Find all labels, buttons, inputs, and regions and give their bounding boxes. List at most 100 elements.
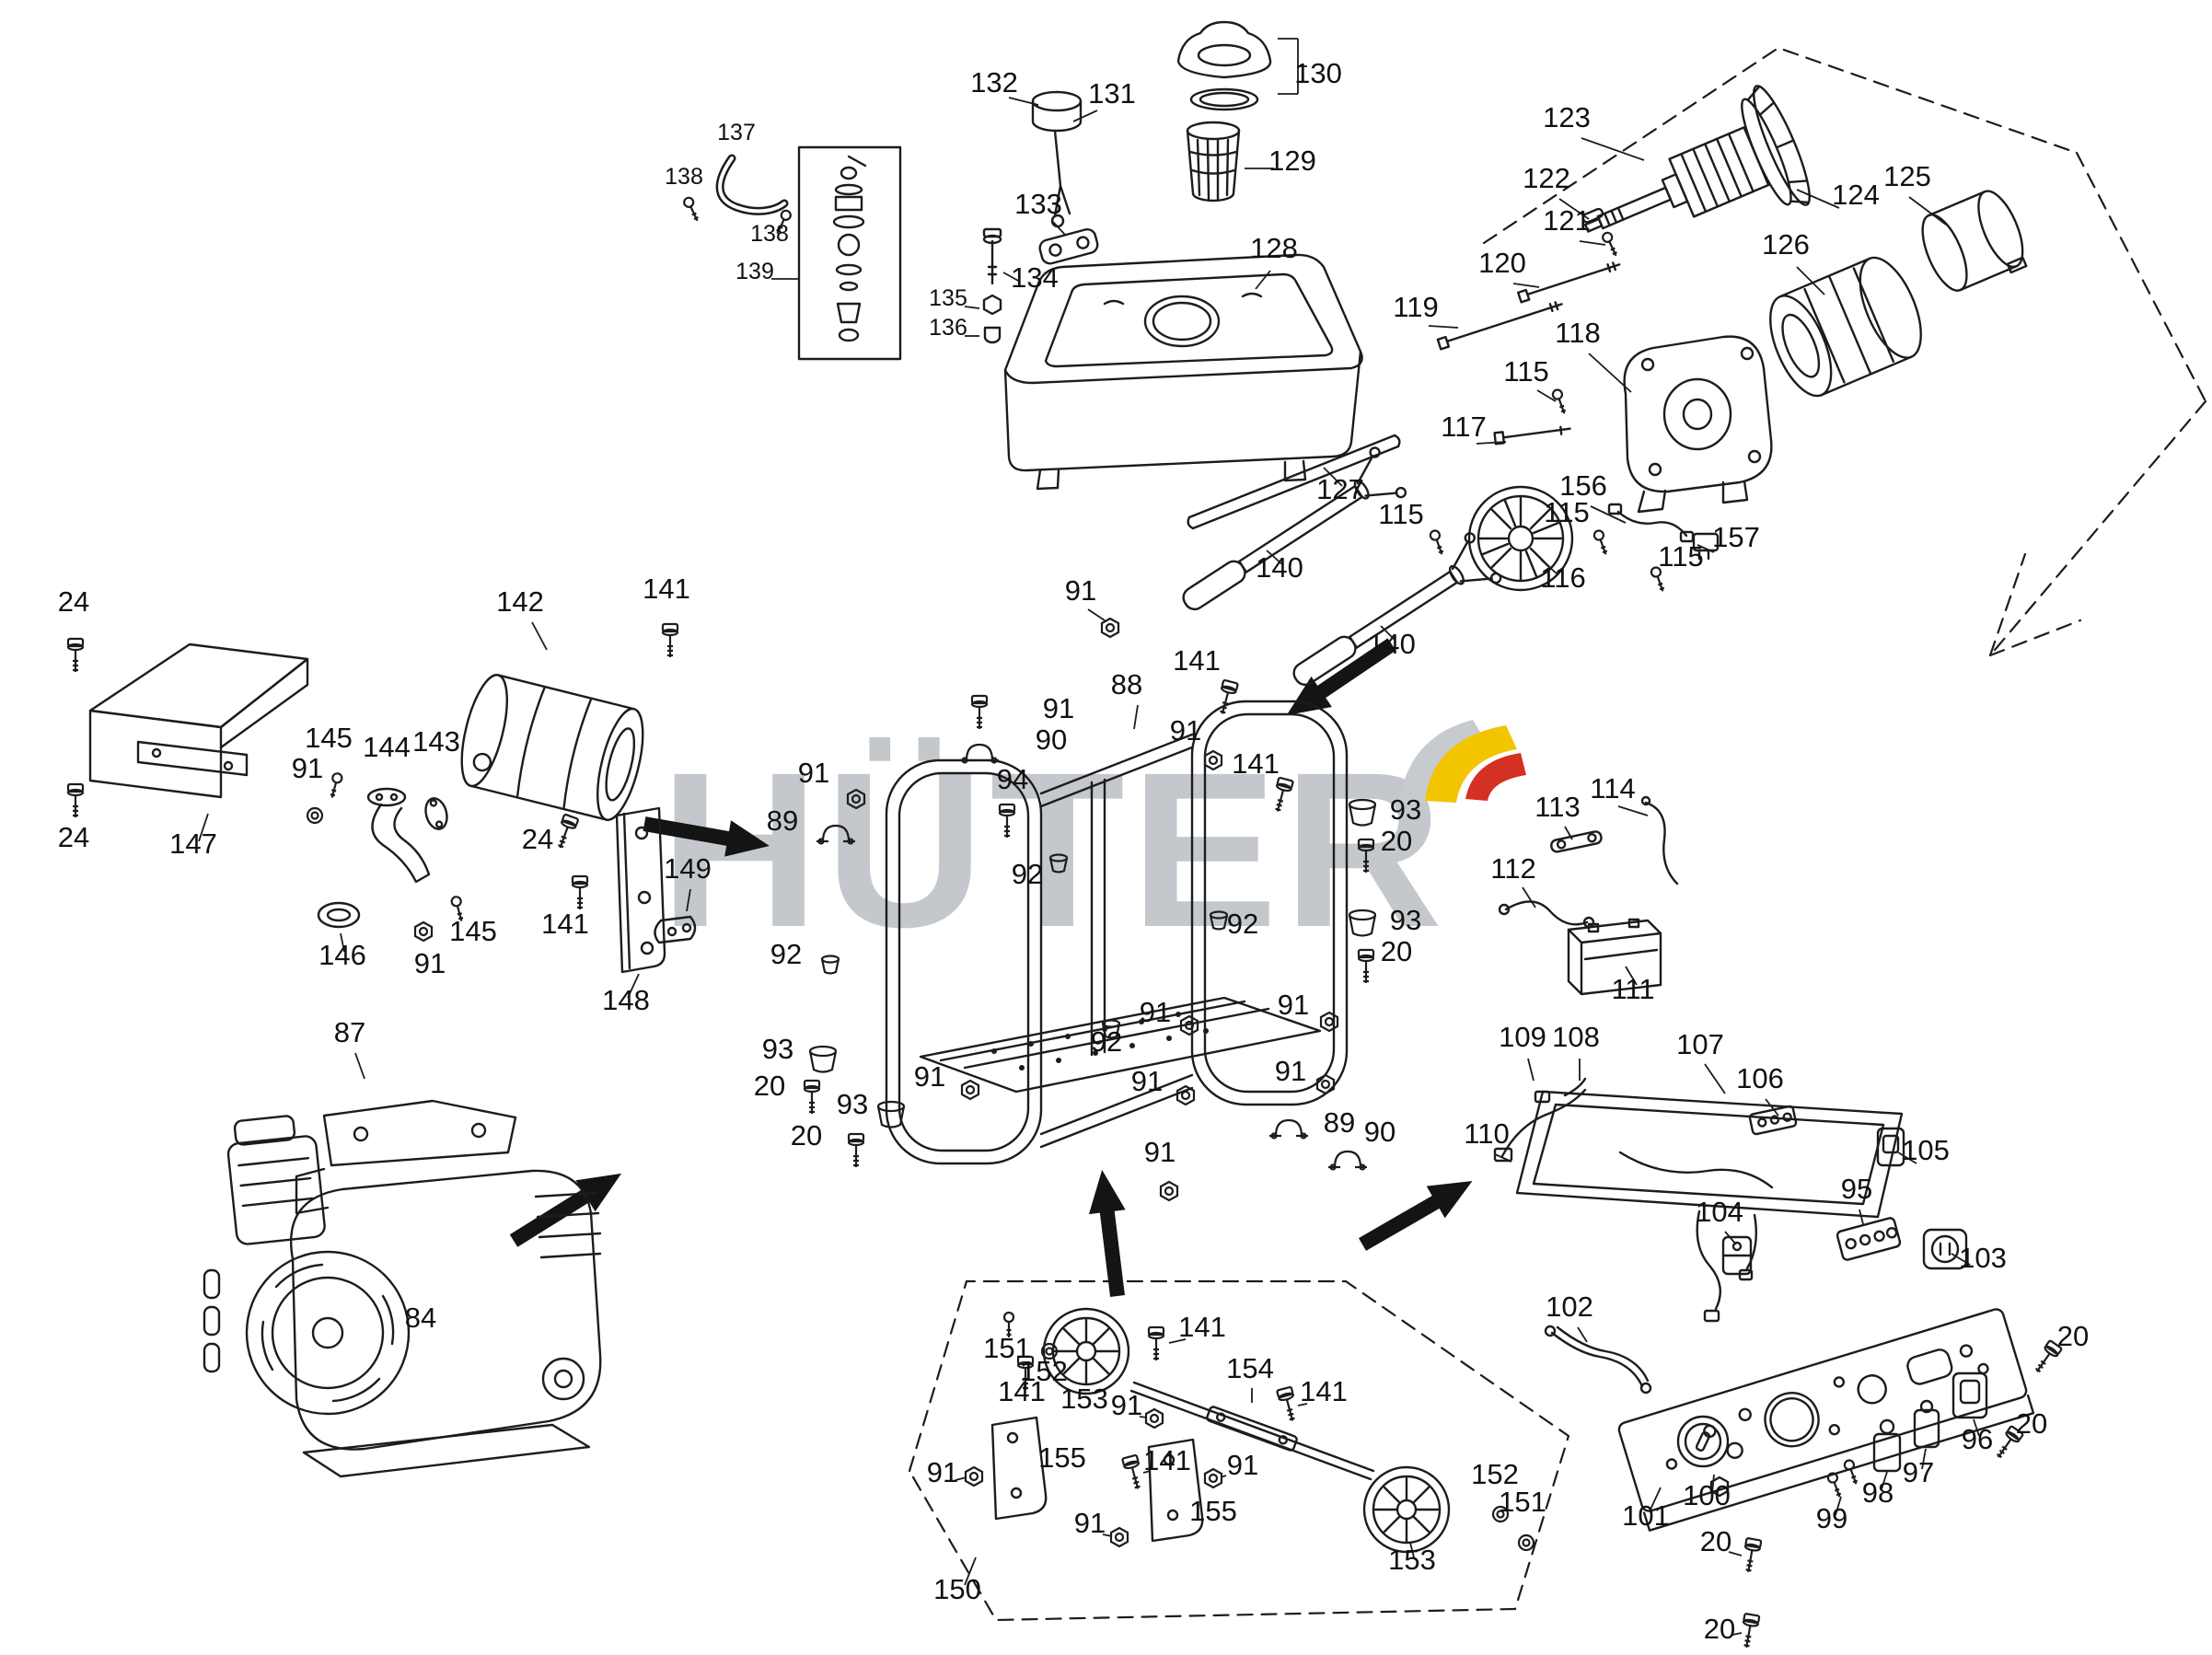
leader-line xyxy=(1704,1063,1726,1094)
support-leg-drawing xyxy=(1147,1438,1204,1543)
fuel-cap-drawing xyxy=(1176,20,1272,111)
handle-drawing xyxy=(1292,532,1502,687)
leader-line xyxy=(1428,325,1459,329)
battery-strap-drawing xyxy=(1550,830,1603,853)
rotor-key-drawing xyxy=(1581,207,1604,224)
part-label-151: 151 xyxy=(1499,1486,1546,1518)
axle-drawing xyxy=(1129,1381,1375,1481)
arrow-up-icon xyxy=(1083,1167,1136,1299)
leader-line xyxy=(1796,189,1840,209)
part-label-91: 91 xyxy=(292,752,323,784)
leader-line xyxy=(1051,220,1067,237)
socket-drawing xyxy=(1922,1228,1968,1270)
leader-line xyxy=(1835,1496,1842,1516)
part-label-91: 91 xyxy=(927,1456,958,1488)
leader-line xyxy=(1102,1533,1113,1537)
bolt-s-glyph xyxy=(681,195,703,224)
part-label-122: 122 xyxy=(1523,162,1570,194)
leader-line xyxy=(1540,559,1558,575)
part-label-152: 152 xyxy=(1020,1355,1068,1387)
clamp-glyph xyxy=(1326,1150,1369,1171)
leader-line xyxy=(1711,1474,1715,1494)
part-label-153: 153 xyxy=(1388,1544,1436,1576)
clamp-band-drawing xyxy=(1921,190,2028,292)
part-label-148: 148 xyxy=(602,984,650,1016)
part-label-91: 91 xyxy=(1275,1055,1306,1087)
support-leg-drawing xyxy=(990,1416,1048,1521)
leader-line xyxy=(1409,1542,1415,1558)
bolt-v-glyph xyxy=(661,622,679,659)
part-label-91: 91 xyxy=(1074,1507,1106,1539)
part-label-118: 118 xyxy=(1555,317,1600,349)
fuel-valve-assembly-drawing xyxy=(797,145,902,361)
part-label-141: 141 xyxy=(643,573,690,605)
leader-line xyxy=(1728,1551,1743,1557)
bolt-v-glyph xyxy=(1214,678,1240,717)
part-label-152: 152 xyxy=(1471,1458,1519,1490)
part-label-24: 24 xyxy=(522,823,553,855)
part-label-141: 141 xyxy=(1178,1311,1226,1343)
part-label-20: 20 xyxy=(1381,825,1412,857)
part-label-135: 135 xyxy=(929,285,967,311)
leader-line xyxy=(1859,1209,1864,1225)
part-label-111: 111 xyxy=(1611,973,1654,1005)
part-label-115: 115 xyxy=(1544,496,1589,528)
fuel-filter-drawing xyxy=(1186,121,1241,203)
wheel-drawing xyxy=(1362,1465,1451,1554)
battery-drawing xyxy=(1567,918,1662,996)
bolt-s-glyph xyxy=(1842,1458,1862,1487)
bolt-v-glyph xyxy=(847,1132,865,1169)
part-label-24: 24 xyxy=(58,585,89,618)
part-label-113: 113 xyxy=(1535,791,1580,823)
leader-line xyxy=(1142,1470,1152,1474)
watermark: HÜTER xyxy=(660,720,1526,973)
part-label-90: 90 xyxy=(1364,1116,1396,1148)
part-label-130: 130 xyxy=(1294,57,1342,89)
part-label-116: 116 xyxy=(1540,561,1585,594)
part-label-20: 20 xyxy=(791,1119,822,1152)
leader-line xyxy=(1297,1403,1308,1406)
part-label-155: 155 xyxy=(1189,1495,1237,1527)
engine-drawing xyxy=(203,1099,602,1478)
cooling-fan-drawing xyxy=(1467,485,1574,592)
tank-bolt-drawing xyxy=(982,227,1002,344)
leader-line xyxy=(1881,1471,1888,1490)
handle-drawing xyxy=(1182,446,1407,611)
rocker-switch-drawing xyxy=(1876,1127,1905,1167)
bolt-v-glyph xyxy=(1147,1325,1165,1362)
nut-glyph xyxy=(1203,1467,1223,1489)
bolt-s-glyph xyxy=(1592,528,1612,558)
part-label-101: 101 xyxy=(1622,1499,1670,1532)
part-label-124: 124 xyxy=(1832,179,1880,211)
part-label-91: 91 xyxy=(914,1060,945,1093)
part-label-106: 106 xyxy=(1736,1062,1784,1094)
mount-glyph xyxy=(808,1045,838,1073)
muffler-bracket-drawing xyxy=(615,806,697,974)
leader-lines-layer xyxy=(198,38,1980,1636)
leader-line xyxy=(531,621,548,651)
part-label-141: 141 xyxy=(998,1375,1046,1407)
part-label-92: 92 xyxy=(1012,858,1043,890)
part-label-137: 137 xyxy=(717,120,756,145)
leader-line xyxy=(1558,198,1590,220)
leader-line xyxy=(1649,1487,1662,1512)
part-label-92: 92 xyxy=(770,938,802,970)
part-label-131: 131 xyxy=(1088,77,1136,110)
leader-line xyxy=(1494,1153,1512,1163)
part-label-100: 100 xyxy=(1683,1479,1731,1511)
part-label-141: 141 xyxy=(1173,644,1221,677)
part-label-157: 157 xyxy=(1712,521,1760,553)
leader-line xyxy=(1527,1058,1535,1082)
terminal-block-drawing xyxy=(1836,1217,1902,1261)
leader-line xyxy=(1951,1253,1971,1266)
leader-line xyxy=(955,1476,967,1481)
leader-line xyxy=(1897,1152,1917,1164)
clamp-glyph xyxy=(1268,1118,1310,1140)
leader-line xyxy=(686,888,691,912)
through-bolts-drawing xyxy=(1436,261,1621,446)
part-label-91: 91 xyxy=(414,947,446,979)
leader-line xyxy=(1579,240,1606,246)
part-label-88: 88 xyxy=(1111,668,1142,700)
leader-line xyxy=(340,932,345,953)
bolt-s-glyph xyxy=(326,771,344,800)
